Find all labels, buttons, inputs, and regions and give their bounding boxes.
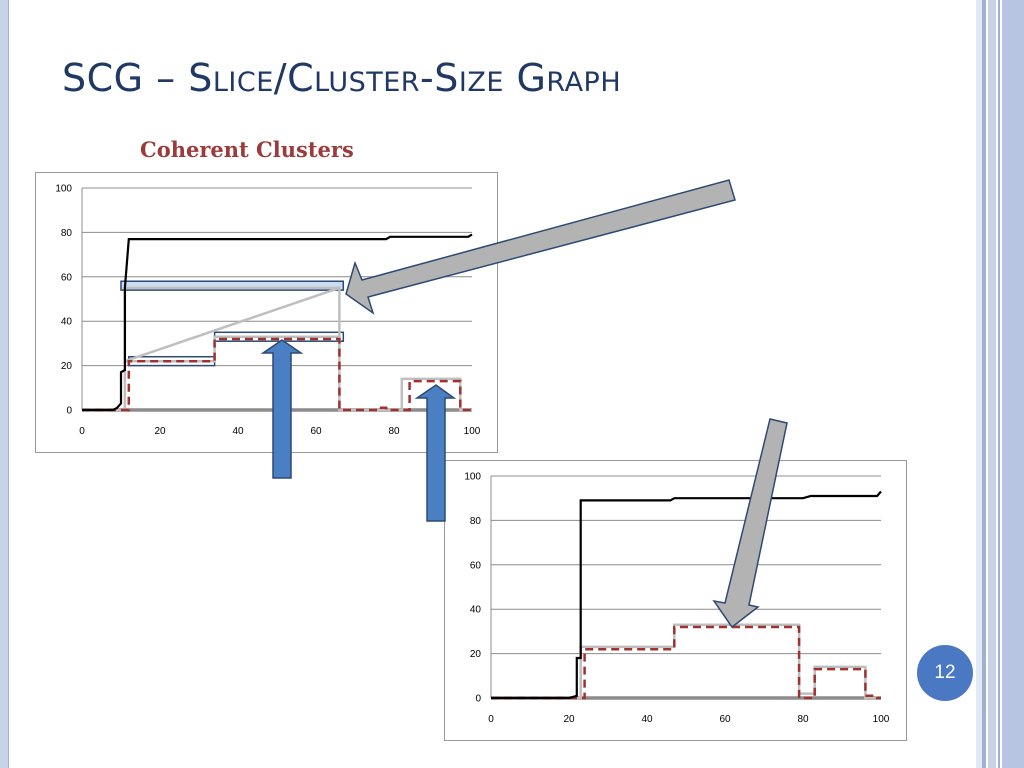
series-line-0 (82, 233, 473, 412)
x-tick-label: 0 (488, 714, 494, 725)
series-line-2 (82, 337, 472, 412)
series-line-0 (491, 490, 882, 700)
y-tick-label: 40 (470, 605, 482, 616)
y-tick-label: 20 (61, 361, 73, 372)
x-tick-label: 80 (797, 714, 809, 725)
chart-title: Coherent Clusters (140, 137, 354, 162)
x-tick-label: 20 (563, 714, 575, 725)
y-tick-label: 40 (61, 317, 73, 328)
page-number-badge: 12 (917, 645, 973, 701)
slide-frame-left (0, 0, 9, 768)
y-tick-label: 100 (464, 472, 481, 483)
y-tick-label: 20 (470, 649, 482, 660)
slide-frame-right (976, 0, 1024, 768)
x-tick-label: 100 (873, 714, 890, 725)
y-tick-label: 80 (470, 516, 482, 527)
highlight-box (120, 280, 345, 291)
x-tick-label: 80 (388, 426, 400, 437)
x-tick-label: 20 (154, 426, 166, 437)
x-tick-label: 0 (79, 426, 85, 437)
y-tick-label: 60 (61, 272, 73, 283)
page-title: SCG – Slice/Cluster-Size Graph (62, 56, 622, 100)
x-tick-label: 60 (719, 714, 731, 725)
chart-1-plot: 0 20 40 60 80 100 0 20 40 60 80 100 (55, 184, 481, 438)
y-tick-label: 100 (55, 184, 72, 195)
chart-2-plot: 0 20 40 60 80 100 0 20 40 60 80 100 (464, 472, 890, 726)
y-tick-label: 0 (475, 694, 481, 705)
chart-2: 0 20 40 60 80 100 0 20 40 60 80 100 (444, 460, 907, 741)
y-tick-label: 0 (66, 406, 72, 417)
y-tick-label: 80 (61, 228, 73, 239)
series-line-1 (82, 286, 472, 412)
y-tick-label: 60 (470, 560, 482, 571)
x-tick-label: 40 (232, 426, 244, 437)
x-tick-label: 60 (310, 426, 322, 437)
chart-1: 0 20 40 60 80 100 0 20 40 60 80 100 (35, 172, 498, 453)
x-tick-label: 40 (641, 714, 653, 725)
series-line-1 (491, 623, 881, 700)
x-tick-label: 100 (464, 426, 481, 437)
series-line-2 (491, 625, 881, 700)
